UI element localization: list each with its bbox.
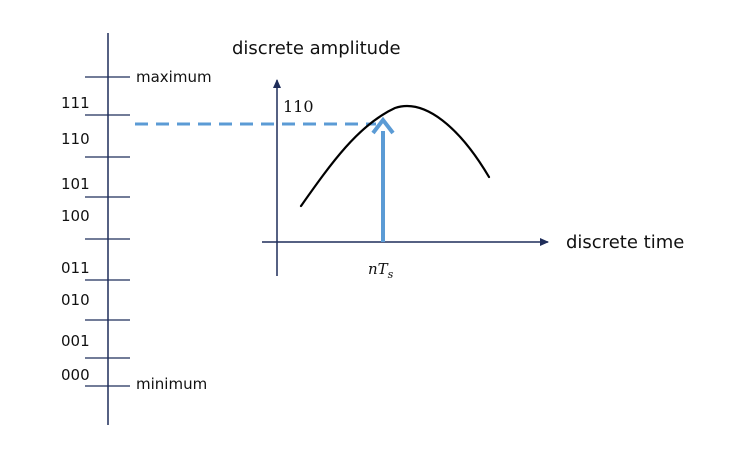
maximum-label: maximum	[136, 68, 212, 86]
level-code-101: 101	[61, 175, 90, 193]
sample-value-label: 110	[283, 97, 314, 116]
minimum-label: minimum	[136, 375, 207, 393]
sample-arrow	[371, 116, 395, 242]
level-code-000: 000	[61, 366, 90, 384]
signal-curve	[299, 105, 491, 208]
level-code-100: 100	[61, 207, 90, 225]
sample-time-var: nT	[368, 260, 389, 278]
level-code-111: 111	[61, 94, 90, 112]
sample-arrow-head	[371, 116, 395, 135]
sample-time-subscript: s	[388, 268, 394, 281]
quantization-scale: maximum minimum 111 110 101 100 011 010 …	[61, 33, 212, 425]
level-code-010: 010	[61, 291, 90, 309]
x-axis-title: discrete time	[566, 232, 684, 253]
level-code-110: 110	[61, 130, 90, 148]
level-code-001: 001	[61, 332, 90, 350]
sample-time-label: nTs	[368, 260, 394, 281]
graph-axes	[262, 79, 549, 276]
y-axis-title: discrete amplitude	[232, 38, 401, 59]
level-code-011: 011	[61, 259, 90, 277]
